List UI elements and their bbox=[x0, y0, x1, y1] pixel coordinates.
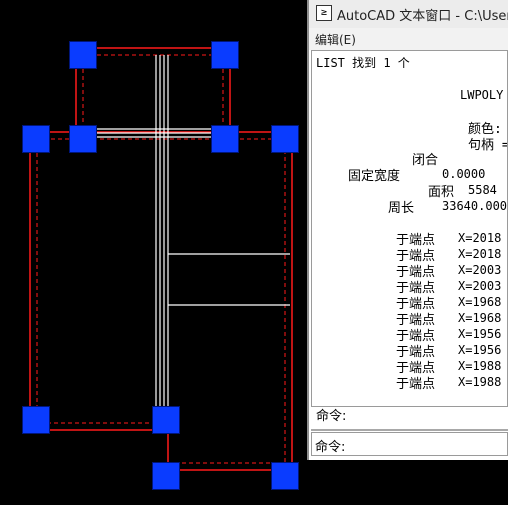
grip-handle[interactable] bbox=[22, 406, 50, 434]
window-title-bar[interactable]: ≥ AutoCAD 文本窗口 - C:\Users\ bbox=[309, 0, 508, 29]
vertex-x-value: X=1956 bbox=[458, 343, 502, 357]
vertex-label: 于端点 bbox=[396, 377, 436, 392]
vertex-label: 于端点 bbox=[396, 281, 436, 296]
perimeter-label: 周长 bbox=[388, 201, 415, 216]
const-width-label: 固定宽度 bbox=[348, 169, 401, 184]
vertex-x-value: X=2018 bbox=[458, 247, 502, 261]
vertex-x-value: X=1988 bbox=[458, 359, 502, 373]
vertex-label: 于端点 bbox=[396, 265, 436, 280]
grip-handle[interactable] bbox=[69, 125, 97, 153]
command-prompt-label: 命令: bbox=[316, 409, 347, 424]
menu-edit[interactable]: 编辑(E) bbox=[315, 33, 356, 47]
vertex-label: 于端点 bbox=[396, 329, 436, 344]
vertex-x-value: X=2018 bbox=[458, 231, 502, 245]
white-lines bbox=[90, 55, 290, 420]
vertex-x-value: X=1968 bbox=[458, 311, 502, 325]
vertex-x-value: X=1968 bbox=[458, 295, 502, 309]
grip-handle[interactable] bbox=[22, 125, 50, 153]
autocad-text-window[interactable]: ≥ AutoCAD 文本窗口 - C:\Users\ 编辑(E) LIST 找到… bbox=[307, 0, 508, 460]
vertex-label: 于端点 bbox=[396, 345, 436, 360]
perimeter-value: 33640.000 bbox=[442, 199, 508, 213]
vertex-label: 于端点 bbox=[396, 249, 436, 264]
grip-handle[interactable] bbox=[69, 41, 97, 69]
handle-label: 句柄 = bbox=[468, 138, 508, 153]
command-input-label: 命令: bbox=[315, 440, 346, 455]
vertex-x-value: X=1988 bbox=[458, 375, 502, 389]
area-label: 面积 bbox=[428, 185, 455, 200]
pane-separator[interactable] bbox=[311, 429, 508, 431]
command-history-output[interactable]: LIST 找到 1 个 LWPOLY 颜色: 句柄 = 闭合 固定宽度 0.00… bbox=[311, 50, 508, 407]
closed-label: 闭合 bbox=[412, 153, 439, 168]
vertex-label: 于端点 bbox=[396, 297, 436, 312]
menu-bar: 编辑(E) bbox=[309, 28, 508, 50]
vertex-x-value: X=2003 bbox=[458, 263, 502, 277]
vertex-label: 于端点 bbox=[396, 233, 436, 248]
vertex-x-value: X=2003 bbox=[458, 279, 502, 293]
grip-handle[interactable] bbox=[211, 125, 239, 153]
area-value: 5584 bbox=[468, 183, 497, 197]
window-title: AutoCAD 文本窗口 - C:\Users\ bbox=[337, 9, 508, 24]
vertex-x-value: X=1956 bbox=[458, 327, 502, 341]
grip-handle[interactable] bbox=[271, 125, 299, 153]
entity-type: LWPOLY bbox=[460, 88, 504, 102]
grip-handle[interactable] bbox=[152, 406, 180, 434]
layer-color-label: 颜色: bbox=[468, 122, 502, 137]
command-input[interactable]: 命令: bbox=[311, 432, 508, 456]
grip-handle[interactable] bbox=[211, 41, 239, 69]
vertex-label: 于端点 bbox=[396, 361, 436, 376]
vertex-label: 于端点 bbox=[396, 313, 436, 328]
list-header: LIST 找到 1 个 bbox=[316, 56, 410, 70]
autocad-app-icon[interactable]: ≥ bbox=[316, 5, 332, 21]
prompt-area: 命令: bbox=[311, 405, 508, 427]
const-width-value: 0.0000 bbox=[442, 167, 486, 181]
grip-handle[interactable] bbox=[152, 462, 180, 490]
grip-handle[interactable] bbox=[271, 462, 299, 490]
